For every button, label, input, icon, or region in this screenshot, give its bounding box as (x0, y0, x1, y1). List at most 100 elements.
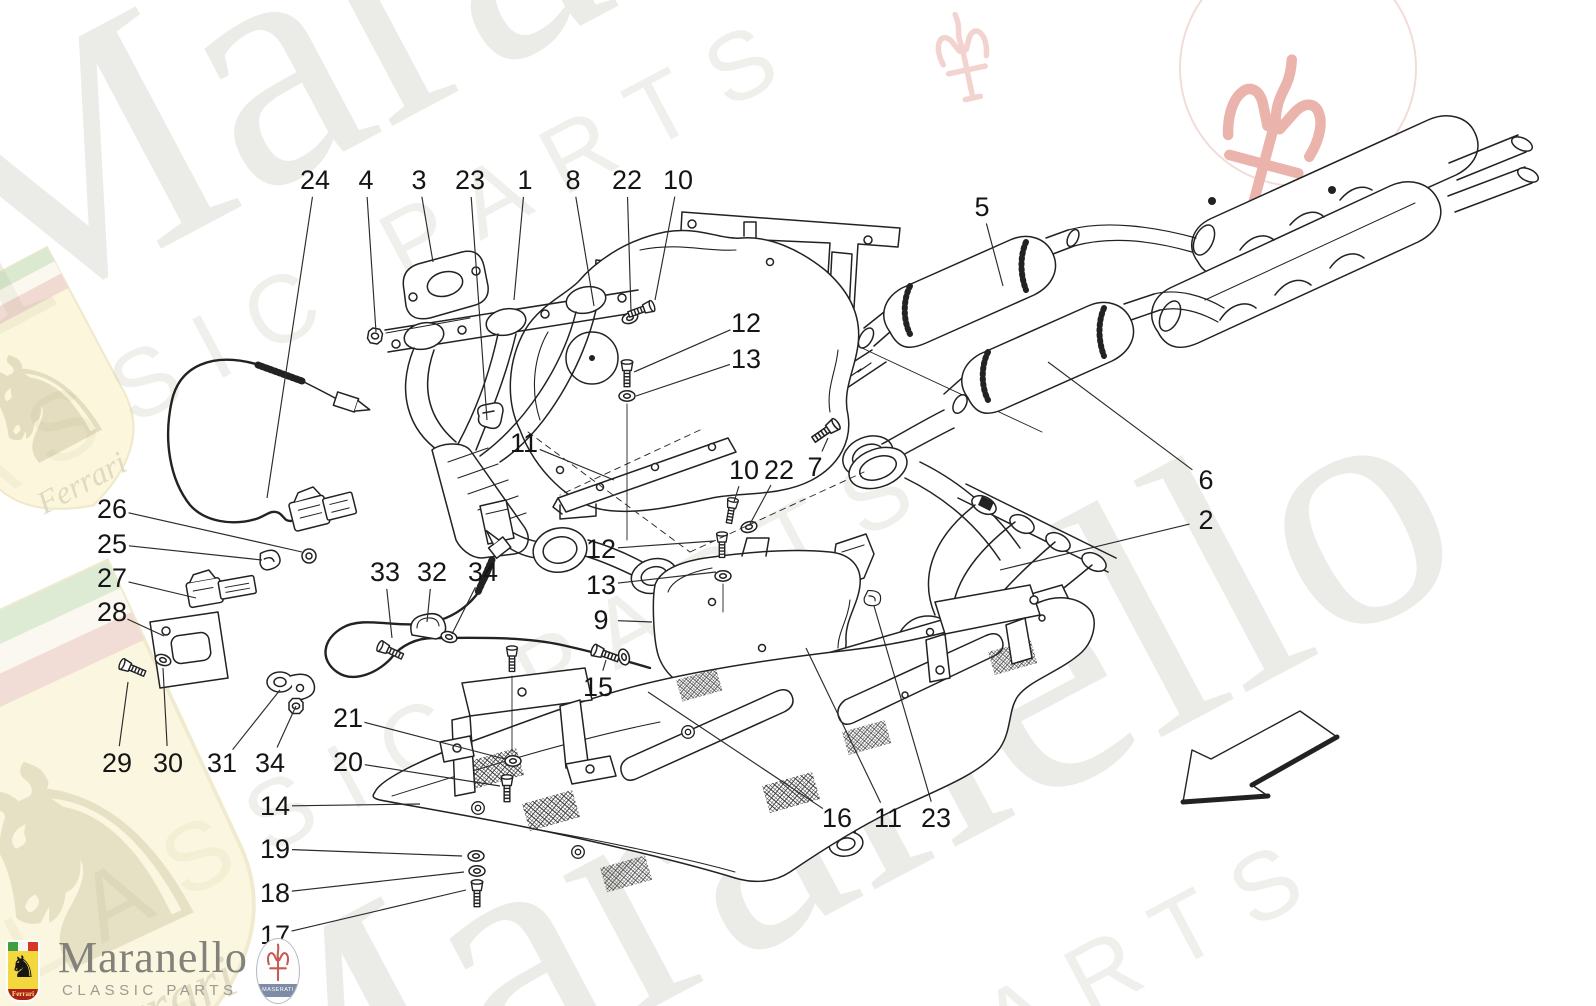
callout-33-21: 33 (370, 557, 400, 587)
leader-line-31-30 (232, 689, 281, 751)
direction-arrow (1180, 710, 1340, 805)
callout-12-24: 12 (586, 534, 616, 564)
leader-line-24-0 (266, 196, 314, 499)
leader-line-28-20 (127, 618, 165, 637)
leader-line-12-9 (633, 329, 731, 373)
ferrari-label: Ferrari (8, 989, 38, 1000)
callout-23-40: 23 (921, 803, 951, 833)
leader-line-13-25 (617, 571, 717, 584)
callout-4-1: 4 (358, 165, 373, 195)
callout-20-33: 20 (333, 747, 363, 777)
leader-line-10-12 (733, 486, 740, 503)
leader-line-20-33 (364, 764, 501, 787)
callout-2-16: 2 (1198, 505, 1213, 535)
callout-22-6: 22 (612, 165, 642, 195)
callout-9-26: 9 (593, 605, 608, 635)
callout-28-20: 28 (97, 597, 127, 627)
leader-line-29-28 (118, 681, 129, 747)
gasket (402, 250, 489, 320)
callout-16-38: 16 (822, 803, 852, 833)
maserati-label: MASERATI (257, 984, 299, 997)
leader-line-23-40 (873, 605, 932, 802)
oxygen-sensor-cable-left (117, 358, 371, 715)
callout-22-13: 22 (764, 455, 794, 485)
leader-line-3-2 (421, 196, 434, 263)
callout-32-22: 32 (417, 557, 447, 587)
callout-29-28: 29 (102, 748, 132, 778)
leader-line-16-38 (647, 691, 824, 810)
callout-23-3: 23 (455, 165, 485, 195)
front-heat-shield (509, 229, 860, 520)
callout-24-0: 24 (300, 165, 330, 195)
leader-line-2-16 (999, 523, 1190, 571)
watermark-trident-small-icon (932, 10, 996, 103)
callout-18-36: 18 (260, 878, 290, 908)
leader-line-23-3 (470, 196, 488, 421)
italian-stripes (8, 942, 38, 951)
callout-5-8: 5 (974, 192, 989, 222)
leader-line-9-26 (617, 620, 653, 623)
maranello-classic-parts-logo: ♞ Ferrari Maranello CLASSIC PARTS MASERA… (6, 933, 316, 1004)
callout-7-14: 7 (807, 452, 822, 482)
leader-line-11-39 (805, 647, 882, 803)
leader-line-10-7 (654, 196, 676, 301)
cable-clamp (410, 612, 447, 640)
leader-line-19-35 (291, 849, 463, 857)
callout-11-11: 11 (510, 428, 538, 458)
leader-line-32-22 (426, 588, 431, 623)
leader-lines (118, 196, 1193, 932)
prancing-horse-icon: ♞ (9, 950, 37, 985)
leader-line-5-8 (985, 223, 1004, 287)
leader-line-15-27 (602, 659, 607, 671)
callout-8-5: 8 (565, 165, 580, 195)
callout-34-31: 34 (255, 748, 285, 778)
ferrari-shield-logo: ♞ Ferrari (6, 940, 40, 1002)
leader-line-22-6 (626, 196, 632, 312)
maserati-oval-logo: MASERATI (256, 938, 300, 1004)
callout-3-2: 3 (411, 165, 426, 195)
callout-15-27: 15 (583, 672, 613, 702)
rubber-mount (266, 671, 316, 702)
callout-30-29: 30 (153, 748, 183, 778)
maserati-trident-icon (267, 943, 289, 982)
under-floor-panel (372, 584, 1095, 908)
leader-line-27-19 (128, 581, 197, 599)
leader-line-12-24 (617, 540, 715, 549)
callout-12-9: 12 (731, 308, 761, 338)
leader-line-8-5 (575, 196, 595, 307)
callout-13-25: 13 (586, 570, 616, 600)
leader-line-18-36 (291, 871, 465, 892)
callout-6-15: 6 (1198, 465, 1213, 495)
callout-25-18: 25 (97, 529, 127, 559)
callout-21-32: 21 (333, 703, 363, 733)
leader-line-1-4 (513, 196, 525, 301)
leader-line-4-1 (366, 196, 377, 333)
callout-13-10: 13 (731, 344, 761, 374)
leader-line-17-37 (291, 889, 467, 932)
callout-34-23: 34 (468, 557, 498, 587)
support-strip-front (552, 437, 737, 515)
leader-line-34-23 (451, 586, 476, 635)
catalytic-converters (857, 224, 1225, 433)
diagram-art (117, 115, 1540, 908)
fasteners-top (366, 299, 843, 541)
leader-line-13-10 (635, 363, 731, 397)
rear-silencer (1151, 115, 1540, 349)
front-manifold (384, 285, 678, 595)
leader-line-22-13 (749, 484, 772, 525)
leader-line-21-32 (364, 721, 506, 760)
callout-1-4: 1 (517, 165, 532, 195)
callout-31-30: 31 (207, 748, 237, 778)
callout-26-17: 26 (97, 494, 127, 524)
callout-14-34: 14 (260, 791, 290, 821)
leader-line-30-29 (162, 667, 168, 747)
callout-19-35: 19 (260, 834, 290, 864)
leader-line-33-21 (386, 588, 393, 639)
logo-brand-text: Maranello (58, 933, 248, 982)
logo-subtitle-text: CLASSIC PARTS (62, 982, 238, 999)
leader-line-7-14 (821, 437, 829, 452)
leader-line-25-18 (128, 545, 263, 561)
